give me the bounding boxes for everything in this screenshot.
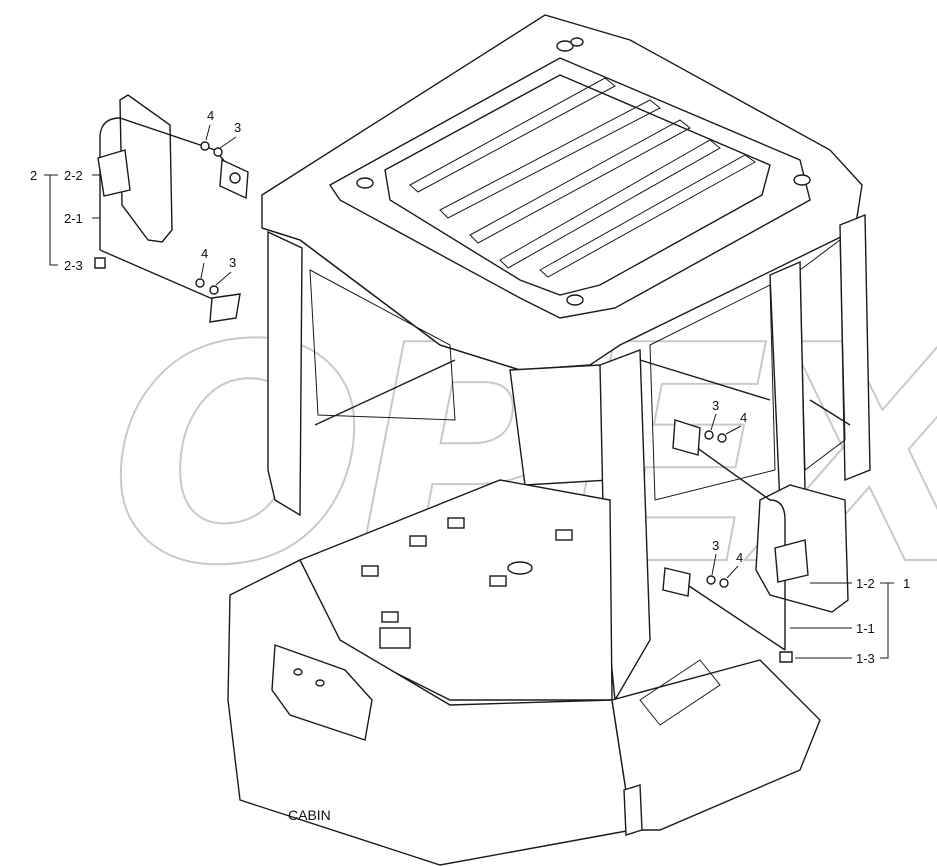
left-upper-bracket-hole (229, 172, 241, 184)
callout-1-3: 1-3 (856, 651, 875, 666)
callout-left-upper-3: 3 (234, 120, 241, 135)
left-mirror-clamp (97, 149, 131, 197)
right-window-frame (649, 284, 776, 501)
right-upper-bolt (717, 433, 727, 443)
callout-2-2: 2-2 (64, 168, 83, 183)
right-base-plate (639, 659, 721, 726)
leader-right-upper (710, 413, 742, 435)
left-window-frame (309, 269, 456, 421)
far-right-pillar (839, 213, 871, 482)
callout-left-upper-4: 4 (207, 108, 214, 123)
callout-1-2: 1-2 (856, 576, 875, 591)
rear-center-pillar (509, 364, 611, 486)
left-group-bracket (44, 174, 58, 266)
callout-1-1: 1-1 (856, 621, 875, 636)
right-upper-washer (704, 430, 714, 440)
left-cap (94, 257, 106, 269)
right-bracket-lower (623, 784, 643, 836)
left-mirror-stay (99, 117, 233, 301)
right-lower-bracket (662, 567, 691, 597)
diagram-caption: CABIN (288, 807, 331, 823)
left-upper-bolt (200, 141, 210, 151)
callout-right-lower-4: 4 (736, 550, 743, 565)
right-cap (779, 651, 793, 663)
callout-left-lower-4: 4 (201, 246, 208, 261)
callout-left-lower-3: 3 (229, 255, 236, 270)
right-mirror-clamp (774, 539, 809, 583)
callout-2-3: 2-3 (64, 258, 83, 273)
right-mirror-stay (679, 429, 786, 651)
right-lower-washer (706, 575, 716, 585)
left-upper-washer (213, 147, 223, 157)
left-callouts: 2 2-2 2-1 2-3 4 3 4 3 (30, 108, 241, 286)
left-front-pillar (267, 230, 303, 517)
callout-1: 1 (903, 576, 910, 591)
right-crossbar (639, 359, 771, 401)
vent-bolt-1 (293, 668, 303, 676)
roof-ribs (409, 77, 756, 278)
roof-hatch (384, 74, 771, 296)
roof-front-edge (261, 227, 521, 371)
left-mirror-assembly (94, 94, 249, 323)
right-callouts: 3 4 3 4 1-2 1-1 1-3 1 (710, 398, 910, 666)
floor-blocks (361, 517, 573, 649)
right-upper-bracket (672, 419, 701, 456)
vent-bolt-2 (315, 679, 325, 687)
callout-2: 2 (30, 168, 37, 183)
rear-window-frame (799, 239, 846, 471)
left-lower-washer (209, 285, 219, 295)
leader-left-upper (205, 124, 237, 149)
right-base-frame (611, 659, 821, 831)
left-crossbar (314, 359, 456, 426)
callout-2-1: 2-1 (64, 211, 83, 226)
callout-right-upper-3: 3 (712, 398, 719, 413)
cabin-body (227, 14, 871, 866)
right-group-bracket (880, 582, 894, 659)
left-lower-bolt (195, 278, 205, 288)
left-lower-bracket (209, 293, 241, 323)
right-lower-bolt (719, 578, 729, 588)
callout-right-lower-3: 3 (712, 538, 719, 553)
roof-fasteners (356, 37, 811, 306)
rear-crossbar (809, 399, 851, 426)
right-mirror-assembly (662, 419, 849, 663)
leader-left-lower (200, 262, 232, 286)
leader-right-lower (711, 553, 739, 579)
callout-right-upper-4: 4 (740, 410, 747, 425)
